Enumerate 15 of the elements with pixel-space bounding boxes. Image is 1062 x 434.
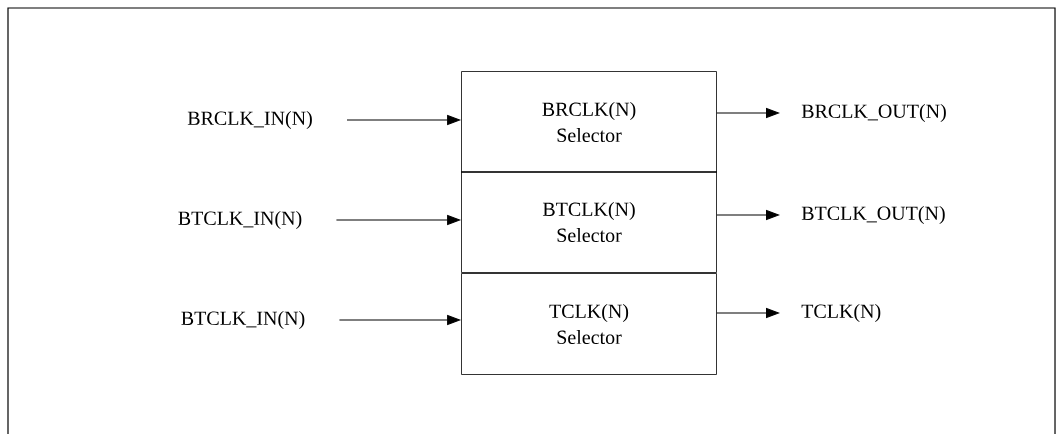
selector-box: BTCLK(N) Selector — [461, 171, 717, 273]
signal-label: BRCLK_OUT(N) — [801, 103, 946, 123]
signal-label: BRCLK_IN(N) — [187, 110, 312, 130]
selector-box: TCLK(N) Selector — [461, 273, 717, 375]
signal-label: BTCLK_IN(N) — [181, 310, 305, 330]
selector-box: BRCLK(N) Selector — [461, 71, 717, 173]
arrow — [338, 315, 461, 325]
signal-label: BTCLK_IN(N) — [178, 210, 302, 230]
arrow — [335, 215, 461, 225]
arrow — [716, 108, 779, 118]
arrow — [716, 210, 779, 220]
arrow — [716, 308, 779, 318]
signal-label: TCLK(N) — [801, 303, 881, 323]
signal-label: BTCLK_OUT(N) — [801, 205, 945, 225]
arrow — [346, 115, 461, 125]
